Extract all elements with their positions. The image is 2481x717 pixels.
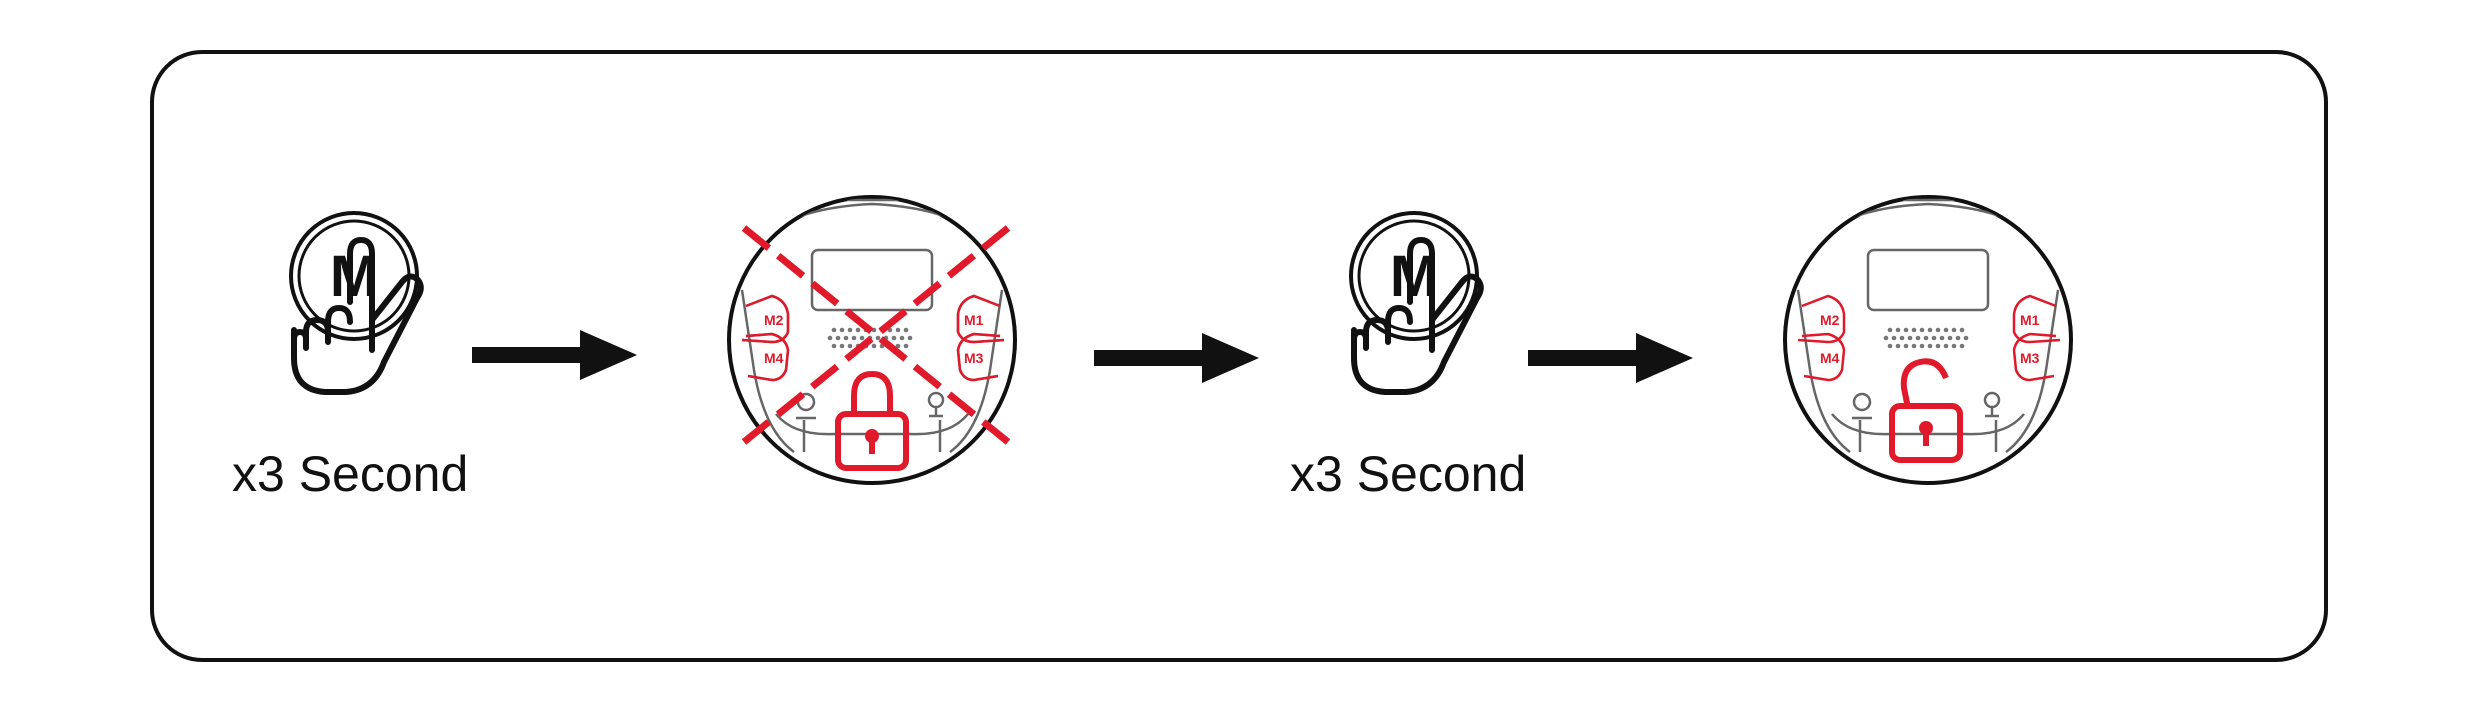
hand-press-icon: M bbox=[289, 211, 424, 395]
step3-caption: x3 Second bbox=[1290, 446, 1527, 502]
step1-caption: x3 Second bbox=[232, 446, 469, 502]
m3-label: M3 bbox=[2020, 350, 2040, 366]
m4-label: M4 bbox=[1820, 350, 1840, 366]
hand-press-icon: M bbox=[1349, 211, 1484, 395]
arrow-right-icon bbox=[1528, 333, 1693, 383]
m1-label: M1 bbox=[964, 312, 984, 328]
m4-label: M4 bbox=[764, 350, 784, 366]
controller-locked-icon: M2 M4 M1 M3 bbox=[727, 195, 1017, 485]
m3-label: M3 bbox=[964, 350, 984, 366]
controller-unlocked-icon: M2 M4 M1 M3 bbox=[1783, 195, 2073, 485]
m1-label: M1 bbox=[2020, 312, 2040, 328]
padlock-icon bbox=[1889, 358, 1963, 463]
arrow-right-icon bbox=[472, 330, 637, 380]
arrow-right-icon bbox=[1094, 333, 1259, 383]
m2-label: M2 bbox=[764, 312, 784, 328]
padlock-icon bbox=[835, 371, 909, 471]
m2-label: M2 bbox=[1820, 312, 1840, 328]
